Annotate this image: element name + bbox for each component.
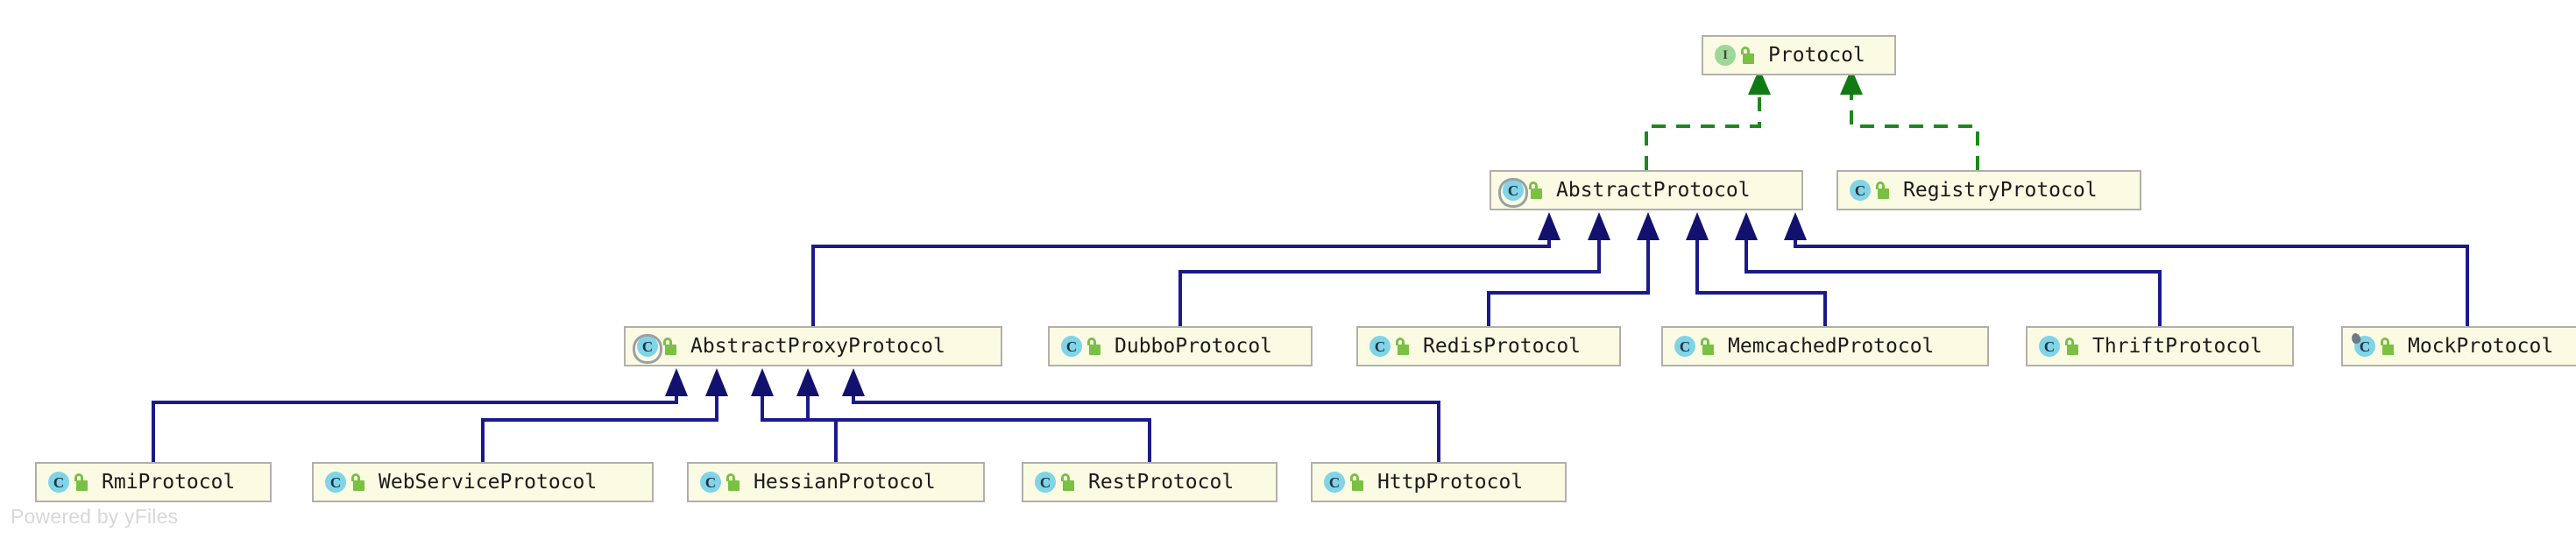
node-icon-group: C (1498, 177, 1544, 208)
node-protocol[interactable]: I Protocol (1702, 35, 1896, 75)
node-rmi-protocol[interactable]: C RmiProtocol (35, 462, 272, 502)
unlocked-padlock-icon (1739, 46, 1756, 65)
class-icon: C (1670, 333, 1696, 359)
node-label: AbstractProtocol (1556, 178, 1751, 202)
unlocked-padlock-icon (1874, 181, 1891, 200)
generalization-edge-dubboprotocol-abstractprotocol[interactable] (1178, 212, 1610, 326)
node-icon-group: C (1845, 177, 1891, 203)
node-http-protocol[interactable]: C HttpProtocol (1311, 462, 1567, 502)
generalization-edge-thriftprotocol-abstractprotocol[interactable] (1735, 212, 2162, 326)
node-label: RmiProtocol (102, 470, 236, 494)
class-glyph: C (1328, 473, 1341, 491)
node-icon-group: C (1670, 333, 1716, 359)
unlocked-padlock-icon (2063, 337, 2080, 356)
node-icon-group: C (2035, 333, 2080, 359)
node-registry-protocol[interactable]: C RegistryProtocol (1836, 170, 2141, 210)
node-icon-group: C (2350, 331, 2396, 359)
class-icon: C (1845, 177, 1872, 203)
node-label: AbstractProxyProtocol (690, 334, 945, 358)
unlocked-padlock-icon (1059, 473, 1076, 492)
interface-icon: I (1710, 42, 1737, 68)
node-abstract-protocol[interactable]: C AbstractProtocol (1490, 170, 1803, 210)
node-label: MemcachedProtocol (1728, 334, 1935, 358)
node-icon-group: C (1365, 333, 1411, 359)
class-glyph: C (1039, 473, 1051, 491)
class-glyph: C (641, 338, 654, 355)
node-label: Protocol (1768, 43, 1865, 67)
node-icon-group: C (321, 469, 366, 495)
class-icon: C (2035, 333, 2061, 359)
node-label: ThriftProtocol (2092, 334, 2262, 358)
generalization-edge-restprotocol-abstractproxyprotocol[interactable] (796, 368, 1151, 462)
class-glyph: C (2359, 338, 2371, 355)
class-icon: C (1365, 333, 1391, 359)
node-icon-group: C (44, 469, 89, 495)
class-glyph: C (1679, 338, 1691, 355)
node-memcached-protocol[interactable]: C MemcachedProtocol (1661, 326, 1989, 366)
unlocked-padlock-icon (350, 473, 366, 492)
unlocked-padlock-icon (2379, 337, 2396, 356)
node-abstract-proxy-protocol[interactable]: C AbstractProxyProtocol (624, 326, 1002, 366)
unlocked-padlock-icon (1527, 181, 1544, 200)
node-dubbo-protocol[interactable]: C DubboProtocol (1048, 326, 1313, 366)
generalization-edge-hessianprotocol-abstractproxyprotocol[interactable] (751, 368, 838, 462)
node-web-service-protocol[interactable]: C WebServiceProtocol (312, 462, 654, 502)
class-glyph: C (2043, 338, 2056, 355)
node-rest-protocol[interactable]: C RestProtocol (1022, 462, 1277, 502)
class-icon: C (44, 469, 70, 495)
unlocked-padlock-icon (1699, 337, 1716, 356)
abstract-class-icon: C (1498, 177, 1528, 208)
class-icon: C (696, 469, 722, 495)
node-label: RegistryProtocol (1903, 178, 2098, 202)
node-redis-protocol[interactable]: C RedisProtocol (1356, 326, 1621, 366)
class-glyph: C (1065, 338, 1078, 355)
node-mock-protocol[interactable]: C MockProtocol (2341, 326, 2576, 366)
unlocked-padlock-icon (73, 473, 89, 492)
node-thrift-protocol[interactable]: C ThriftProtocol (2026, 326, 2294, 366)
unlocked-padlock-icon (662, 337, 678, 356)
unlocked-padlock-icon (1348, 473, 1365, 492)
class-glyph: C (704, 473, 717, 491)
generalization-edge-memcachedprotocol-abstractprotocol[interactable] (1686, 212, 1827, 326)
class-glyph: C (53, 473, 65, 491)
class-icon: C (321, 469, 347, 495)
generalization-edge-redisprotocol-abstractprotocol[interactable] (1487, 212, 1660, 326)
node-label: HessianProtocol (754, 470, 936, 494)
node-hessian-protocol[interactable]: C HessianProtocol (687, 462, 985, 502)
generalization-edge-mockprotocol-abstractprotocol[interactable] (1784, 212, 2469, 326)
realization-edge-abstractprotocol-protocol[interactable] (1645, 68, 1771, 170)
abstract-class-icon: C (633, 333, 662, 364)
node-label: MockProtocol (2408, 334, 2554, 358)
realization-edge-registryprotocol-protocol[interactable] (1840, 68, 1979, 170)
class-glyph: C (329, 473, 342, 491)
node-label: RestProtocol (1088, 470, 1235, 494)
node-icon-group: C (1030, 469, 1076, 495)
class-icon: C (1030, 469, 1057, 495)
generalization-edge-rmiprotocol-abstractproxyprotocol[interactable] (152, 368, 688, 462)
node-label: HttpProtocol (1377, 470, 1524, 494)
node-label: DubboProtocol (1115, 334, 1273, 358)
node-icon-group: C (633, 333, 678, 364)
interface-glyph: I (1723, 47, 1728, 62)
class-icon: C (2350, 331, 2376, 359)
generalization-edge-httpprotocol-abstractproxyprotocol[interactable] (842, 368, 1440, 462)
node-icon-group: C (1320, 469, 1365, 495)
class-glyph: C (1507, 181, 1519, 199)
yfiles-watermark: Powered by yFiles (11, 505, 179, 528)
node-icon-group: I (1710, 42, 1756, 68)
node-label: RedisProtocol (1423, 334, 1582, 358)
generalization-edge-webserviceprotocol-abstractproxyprotocol[interactable] (481, 368, 728, 462)
unlocked-padlock-icon (1086, 337, 1102, 356)
class-glyph: C (1854, 181, 1866, 199)
class-glyph: C (1374, 338, 1386, 355)
node-label: WebServiceProtocol (379, 470, 598, 494)
node-icon-group: C (696, 469, 741, 495)
unlocked-padlock-icon (725, 473, 741, 492)
unlocked-padlock-icon (1394, 337, 1411, 356)
node-icon-group: C (1057, 333, 1102, 359)
class-icon: C (1057, 333, 1083, 359)
generalization-edge-abstractproxyprotocol-abstractprotocol[interactable] (811, 212, 1560, 326)
class-icon: C (1320, 469, 1346, 495)
